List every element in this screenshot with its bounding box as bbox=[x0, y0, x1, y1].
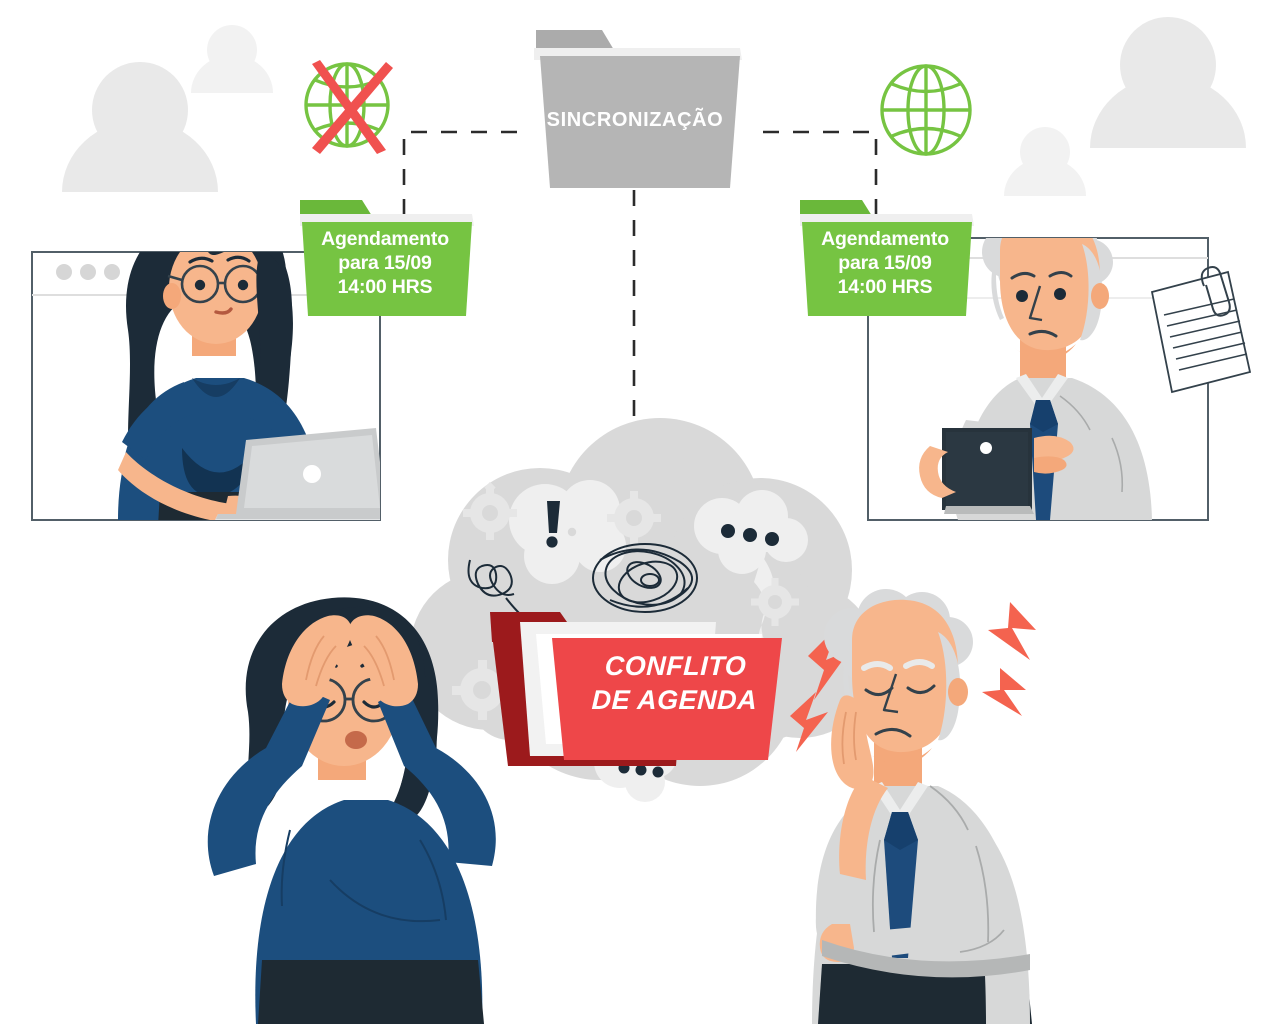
ellipsis-dots-icon bbox=[721, 524, 779, 546]
laptop-icon bbox=[215, 428, 380, 520]
avatar-small-right bbox=[1004, 127, 1086, 196]
connector-left bbox=[402, 130, 520, 215]
right-schedule-folder bbox=[800, 200, 974, 316]
conflict-folder bbox=[490, 612, 782, 766]
connector-right bbox=[760, 130, 878, 215]
globe-crossed-icon bbox=[304, 60, 393, 154]
right-folder-line-1: Agendamento bbox=[821, 228, 949, 250]
lightning-bolt-icon-group bbox=[790, 602, 1036, 752]
left-folder-line-2: para 15/09 bbox=[338, 251, 432, 274]
scribble-icon bbox=[592, 543, 698, 613]
conflict-folder-label: CONFLITO DE AGENDA bbox=[569, 650, 781, 718]
left-folder-label: Agendamento para 15/09 14:00 HRS bbox=[300, 228, 470, 299]
background-avatars bbox=[62, 17, 1246, 196]
right-folder-line-2: para 15/09 bbox=[838, 251, 932, 274]
right-folder-label: Agendamento para 15/09 14:00 HRS bbox=[800, 228, 970, 299]
avatar-large-right bbox=[1090, 17, 1246, 148]
tablet-icon bbox=[942, 428, 1034, 514]
exclamation-mark-icon bbox=[546, 501, 560, 548]
sync-folder bbox=[534, 30, 742, 188]
window-dot-1 bbox=[56, 264, 72, 280]
conflict-line-1: CONFLITO bbox=[604, 651, 747, 681]
left-folder-line-3: 14:00 HRS bbox=[337, 275, 433, 298]
right-folder-line-3: 14:00 HRS bbox=[837, 275, 933, 298]
gear-icon-group bbox=[452, 481, 799, 720]
window-dot-2 bbox=[80, 264, 96, 280]
man-with-tablet bbox=[919, 238, 1152, 520]
left-folder-line-1: Agendamento bbox=[321, 228, 449, 250]
globe-icon bbox=[880, 64, 972, 156]
document-paperclip-icon bbox=[1150, 266, 1252, 394]
red-cross-icon bbox=[312, 60, 393, 154]
conflict-line-2: DE AGENDA bbox=[591, 684, 758, 715]
avatar-large-left bbox=[62, 62, 218, 192]
stressed-man bbox=[812, 589, 1032, 1024]
dashed-connectors bbox=[402, 130, 878, 470]
stressed-woman bbox=[207, 597, 496, 1024]
window-dot-3 bbox=[104, 264, 120, 280]
left-schedule-folder bbox=[300, 200, 474, 316]
avatar-small-left bbox=[191, 25, 273, 93]
woman-at-laptop bbox=[118, 252, 380, 520]
sync-folder-label: SINCRONIZAÇÃO bbox=[546, 109, 724, 131]
